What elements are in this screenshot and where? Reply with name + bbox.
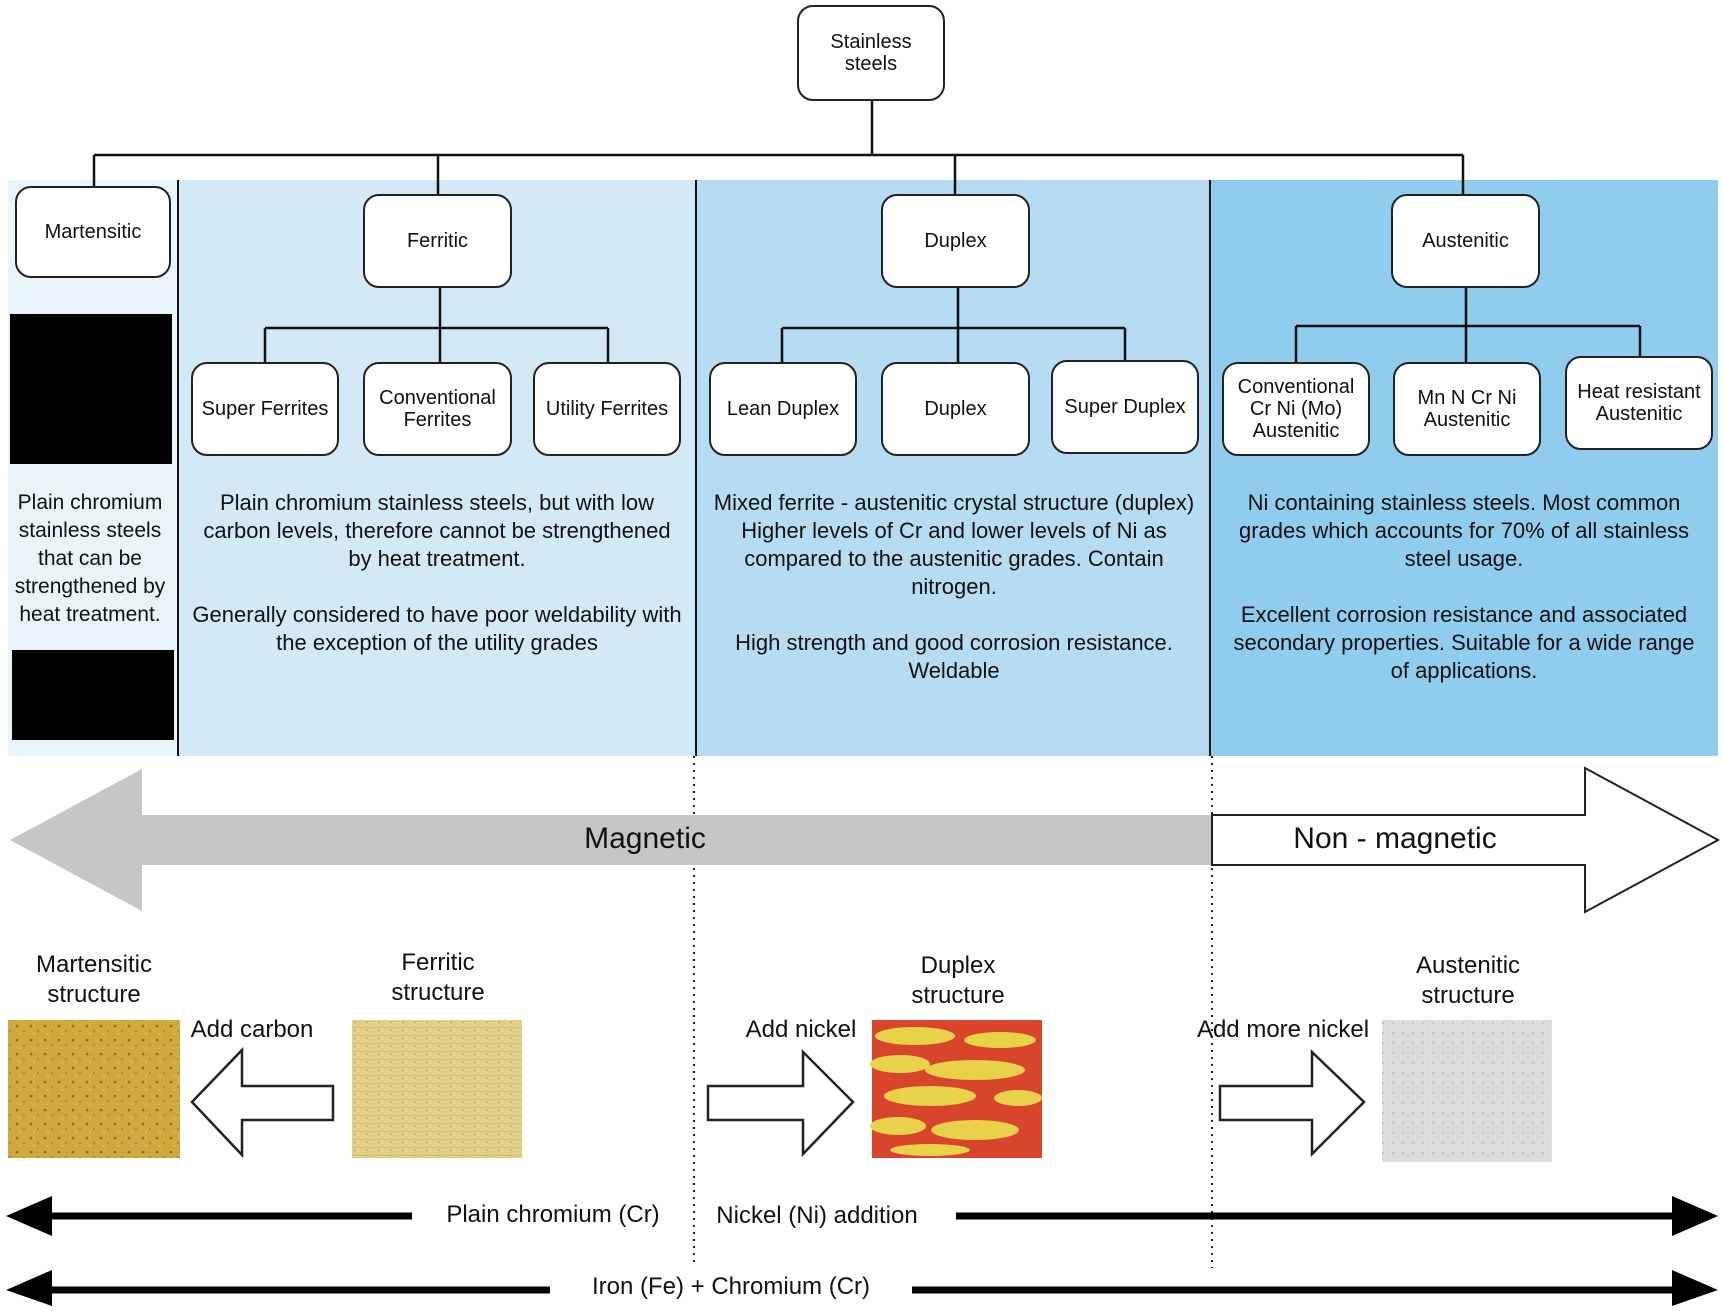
- magnetic-label: Magnetic: [584, 822, 706, 855]
- add-nickel-label: Add nickel: [745, 1016, 857, 1043]
- add-carbon-label: Add carbon: [190, 1016, 314, 1043]
- iron-chromium-label: Iron (Fe) + Chromium (Cr): [591, 1273, 871, 1300]
- redacted-image-block: [10, 314, 172, 464]
- tree-connectors: [92, 100, 1642, 362]
- austenitic-description: Ni containing stainless steels. Most com…: [1233, 490, 1695, 683]
- subtype-node-super-duplex: Super Duplex: [1051, 360, 1199, 454]
- ferritic-structure-label: Ferritic structure: [391, 949, 485, 1006]
- plain-chromium-arrow: [6, 1196, 412, 1236]
- duplex-micrograph: [870, 1020, 1042, 1158]
- family-node-duplex: Duplex: [881, 194, 1030, 288]
- subtype-node-duplex: Duplex: [881, 362, 1030, 456]
- redacted-image-block: [12, 650, 174, 740]
- subtype-node-conventional-ferrites: Conventional Ferrites: [363, 362, 512, 456]
- root-node-stainless-steels: Stainless steels: [797, 5, 945, 101]
- martensitic-structure-label: Martensitic structure: [35, 951, 153, 1008]
- add-more-nickel-arrow: [1218, 1049, 1366, 1158]
- subtype-node-super-ferrites: Super Ferrites: [191, 362, 339, 456]
- plain-chromium-label: Plain chromium (Cr): [446, 1201, 660, 1228]
- duplex-structure-label: Duplex structure: [911, 952, 1005, 1009]
- austenitic-structure-label: Austenitic structure: [1415, 952, 1521, 1009]
- subtype-node-mnncrni-austenitic: Mn N Cr Ni Austenitic: [1393, 362, 1541, 456]
- magnetic-arrow: [10, 769, 1212, 911]
- add-carbon-arrow: [190, 1046, 335, 1159]
- iron-chromium-arrow: [6, 1270, 1718, 1306]
- subtype-node-heat-resistant-austenitic: Heat resistant Austenitic: [1565, 356, 1713, 450]
- ferritic-description: Plain chromium stainless steels, but wit…: [192, 490, 682, 655]
- family-node-martensitic: Martensitic: [15, 186, 171, 278]
- austenitic-micrograph: [1382, 1020, 1552, 1162]
- nickel-addition-label: Nickel (Ni) addition: [716, 1202, 918, 1229]
- subtype-node-lean-duplex: Lean Duplex: [709, 362, 857, 456]
- subtype-node-utility-ferrites: Utility Ferrites: [533, 362, 681, 456]
- add-nickel-arrow: [706, 1048, 855, 1158]
- non-magnetic-arrow: [1211, 766, 1721, 914]
- add-more-nickel-label: Add more nickel: [1196, 1016, 1370, 1043]
- martensitic-description: Plain chromium stainless steels that can…: [14, 491, 166, 626]
- subtype-node-conventional-crni-austenitic: Conventional Cr Ni (Mo) Austenitic: [1222, 362, 1370, 456]
- family-node-ferritic: Ferritic: [363, 194, 512, 288]
- family-node-austenitic: Austenitic: [1391, 194, 1540, 288]
- martensitic-micrograph: [8, 1020, 180, 1158]
- nickel-addition-arrow: [956, 1196, 1718, 1236]
- duplex-description: Mixed ferrite - austenitic crystal struc…: [713, 490, 1195, 683]
- ferritic-micrograph: [352, 1020, 522, 1158]
- non-magnetic-label: Non - magnetic: [1293, 822, 1497, 855]
